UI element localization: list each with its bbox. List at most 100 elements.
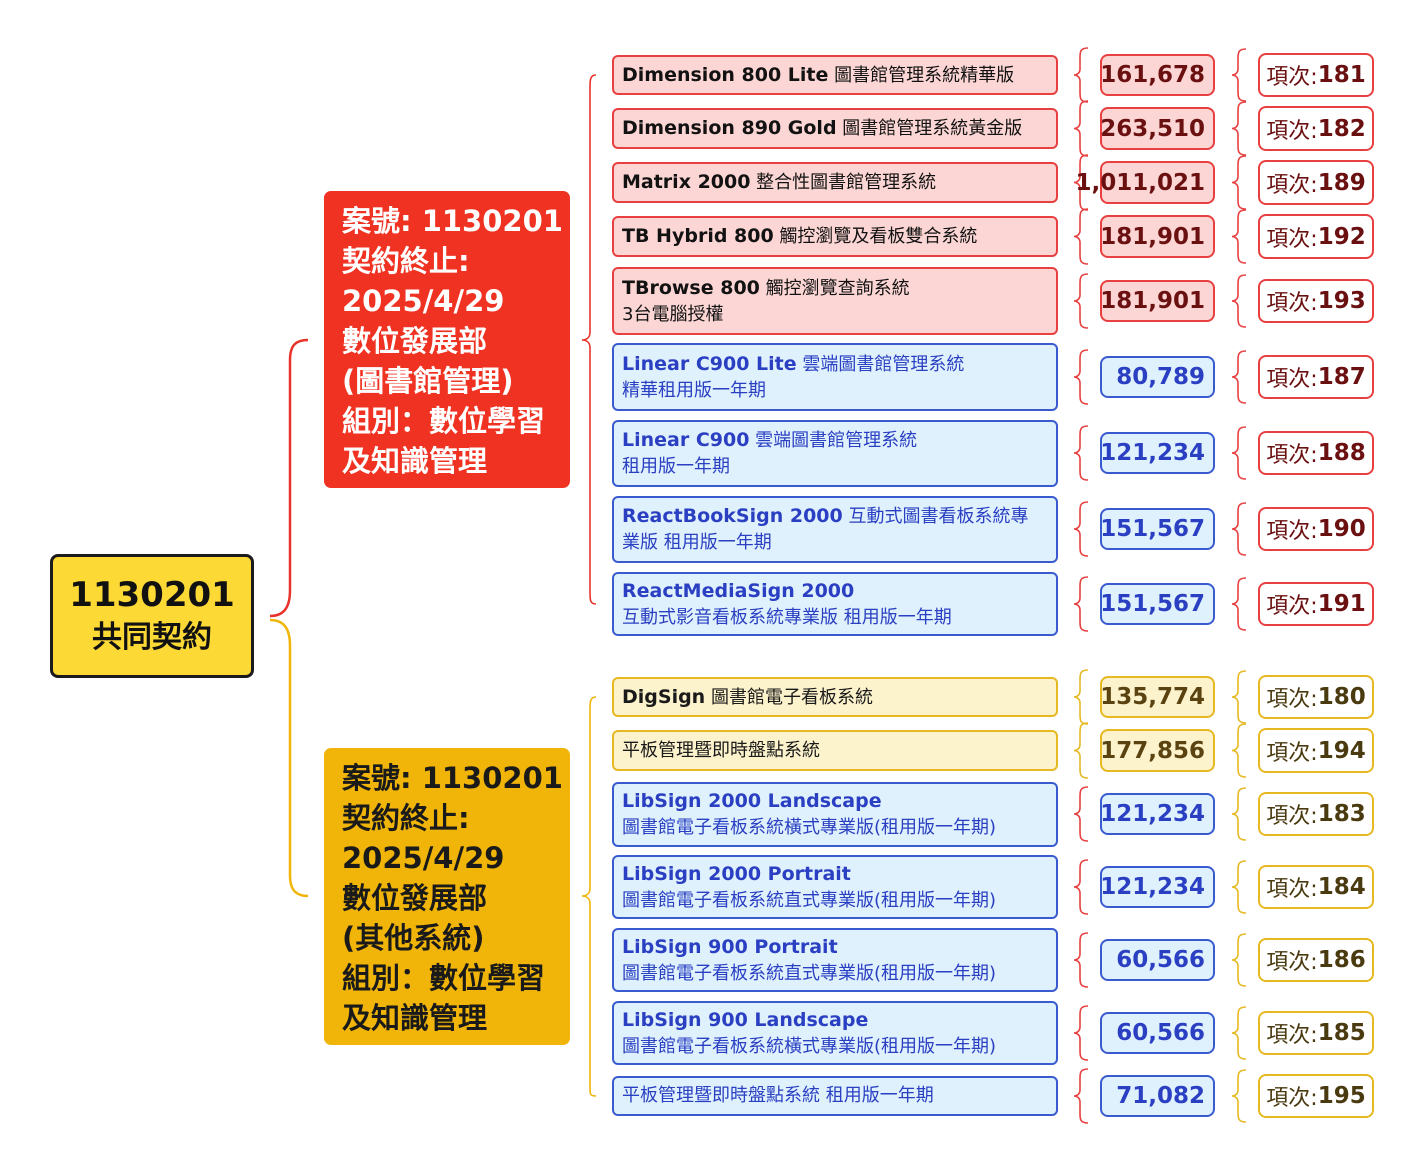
category-line: 2025/4/29 <box>342 284 505 318</box>
brace-amount <box>1073 1068 1089 1124</box>
item-index-number: 180 <box>1317 684 1366 710</box>
item-index-number: 188 <box>1317 440 1366 466</box>
item-index-number: 181 <box>1317 62 1366 88</box>
item-description: 平板管理暨即時盤點系統 <box>622 739 820 761</box>
category-line: 組別：數位學習 <box>342 961 546 995</box>
item-line1: 平板管理暨即時盤點系統 <box>622 738 1048 764</box>
item-product-name: Linear C900 Lite <box>622 352 797 375</box>
item-index-label: 項次: <box>1266 804 1318 829</box>
amount-value: 121,234 <box>1100 432 1215 474</box>
brace-amount <box>1073 1005 1089 1061</box>
item-line2: 業版 租用版一年期 <box>622 532 772 553</box>
item-index-number: 189 <box>1317 169 1366 196</box>
item-product-name: TBrowse 800 <box>622 276 760 299</box>
item-line1: ReactBookSign 2000 互動式圖書看板系統專 <box>622 503 1048 530</box>
item-index-label: 項次: <box>1266 226 1318 252</box>
amount-value: 60,566 <box>1100 939 1215 981</box>
brace-index <box>1231 1006 1247 1060</box>
root-node: 1130201 共同契約 <box>50 554 254 678</box>
item-index-number: 187 <box>1317 364 1366 390</box>
brace-amount <box>1073 786 1089 842</box>
item-index-label: 項次: <box>1266 291 1318 316</box>
item-product-name: DigSign <box>622 685 706 708</box>
brace-amount <box>1073 349 1089 405</box>
item-index-label: 項次: <box>1266 519 1318 544</box>
item-index-number: 193 <box>1317 288 1366 314</box>
brace-amount <box>1073 932 1089 988</box>
item-index-number: 192 <box>1317 223 1366 250</box>
item-line2: 互動式影音看板系統專業版 租用版一年期 <box>622 606 952 628</box>
item-index: 項次:188 <box>1258 431 1374 475</box>
item-line1: LibSign 900 Portrait <box>622 934 1048 961</box>
item-line1: TB Hybrid 800 觸控瀏覽及看板雙合系統 <box>622 223 1048 250</box>
item-index-label: 項次: <box>1266 1023 1318 1048</box>
connector-root-red <box>269 338 309 618</box>
brace-amount <box>1073 208 1089 265</box>
brace-amount <box>1073 425 1089 481</box>
item-index-number: 184 <box>1317 874 1366 900</box>
item-index: 項次:191 <box>1258 582 1374 626</box>
item-index-number: 183 <box>1317 801 1366 827</box>
item-index-label: 項次: <box>1266 118 1318 144</box>
item-description: 觸控瀏覽查詢系統 <box>759 277 910 299</box>
item-index: 項次:185 <box>1258 1011 1374 1055</box>
amount-value: 121,234 <box>1100 793 1215 835</box>
item-box: Matrix 2000 整合性圖書館管理系統 <box>612 162 1058 203</box>
item-index: 項次:195 <box>1258 1074 1374 1118</box>
brace-amount <box>1073 669 1089 725</box>
item-product-name: Dimension 890 Gold <box>622 117 837 139</box>
item-index: 項次:184 <box>1258 865 1374 909</box>
item-description: 整合性圖書館管理系統 <box>750 172 937 193</box>
item-index-number: 190 <box>1317 516 1366 542</box>
brace-index <box>1231 933 1247 987</box>
item-description: 圖書館管理系統精華版 <box>828 64 1015 86</box>
item-description: 雲端圖書館管理系統 <box>749 430 918 451</box>
brace-amount <box>1073 100 1089 157</box>
amount-value: 71,082 <box>1100 1075 1215 1117</box>
item-line2: 3台電腦授權 <box>622 303 724 325</box>
item-description: 互動式圖書看板系統專 <box>842 506 1029 527</box>
item-line2: 圖書館電子看板系統橫式專業版(租用版一年期) <box>622 817 997 838</box>
item-product-name: Dimension 800 Lite <box>622 63 829 86</box>
category-line: 案號: 1130201 <box>342 761 563 795</box>
category-line: 及知識管理 <box>342 444 488 478</box>
item-line1: Linear C900 Lite 雲端圖書館管理系統 <box>622 351 1048 378</box>
item-line2: 圖書館電子看板系統直式專業版(租用版一年期) <box>622 962 997 984</box>
category-line: 數位發展部 <box>342 324 488 358</box>
category-node-other-systems: 案號: 1130201 契約終止: 2025/4/29 數位發展部 (其他系統)… <box>324 748 570 1045</box>
item-line1: Matrix 2000 整合性圖書館管理系統 <box>622 169 1048 196</box>
item-box: 平板管理暨即時盤點系統 租用版一年期 <box>612 1076 1058 1116</box>
amount-value: 1,011,021 <box>1076 161 1215 204</box>
item-index: 項次:182 <box>1258 106 1374 151</box>
brace-index <box>1231 1069 1247 1123</box>
item-product-name: LibSign 2000 Portrait <box>622 862 851 885</box>
item-box: LibSign 2000 Landscape 圖書館電子看板系統橫式專業版(租用版… <box>612 782 1058 847</box>
item-box: DigSign 圖書館電子看板系統 <box>612 677 1058 717</box>
item-product-name: TB Hybrid 800 <box>622 225 774 247</box>
item-index-number: 186 <box>1317 947 1366 973</box>
item-index-label: 項次: <box>1266 877 1318 902</box>
item-line1: ReactMediaSign 2000 <box>622 578 1048 605</box>
item-line1: DigSign 圖書館電子看板系統 <box>622 684 1048 711</box>
item-index: 項次:187 <box>1258 355 1374 399</box>
brace-index <box>1231 860 1247 914</box>
item-box: 平板管理暨即時盤點系統 <box>612 730 1058 771</box>
item-line2: 租用版一年期 <box>622 456 730 477</box>
brace-index <box>1231 209 1247 264</box>
item-index: 項次:192 <box>1258 214 1374 259</box>
brace-amount <box>1073 859 1089 915</box>
item-index: 項次:186 <box>1258 938 1374 982</box>
item-product-name: LibSign 2000 Landscape <box>622 790 882 812</box>
item-index-label: 項次: <box>1266 367 1318 392</box>
amount-value: 80,789 <box>1100 356 1215 398</box>
item-box: ReactBookSign 2000 互動式圖書看板系統專業版 租用版一年期 <box>612 496 1058 563</box>
item-product-name: ReactBookSign 2000 <box>622 505 843 527</box>
item-box: Linear C900 Lite 雲端圖書館管理系統精華租用版一年期 <box>612 343 1058 411</box>
brace-amount <box>1073 47 1089 103</box>
item-index-label: 項次: <box>1266 594 1318 619</box>
item-description: 觸控瀏覽及看板雙合系統 <box>773 226 978 247</box>
